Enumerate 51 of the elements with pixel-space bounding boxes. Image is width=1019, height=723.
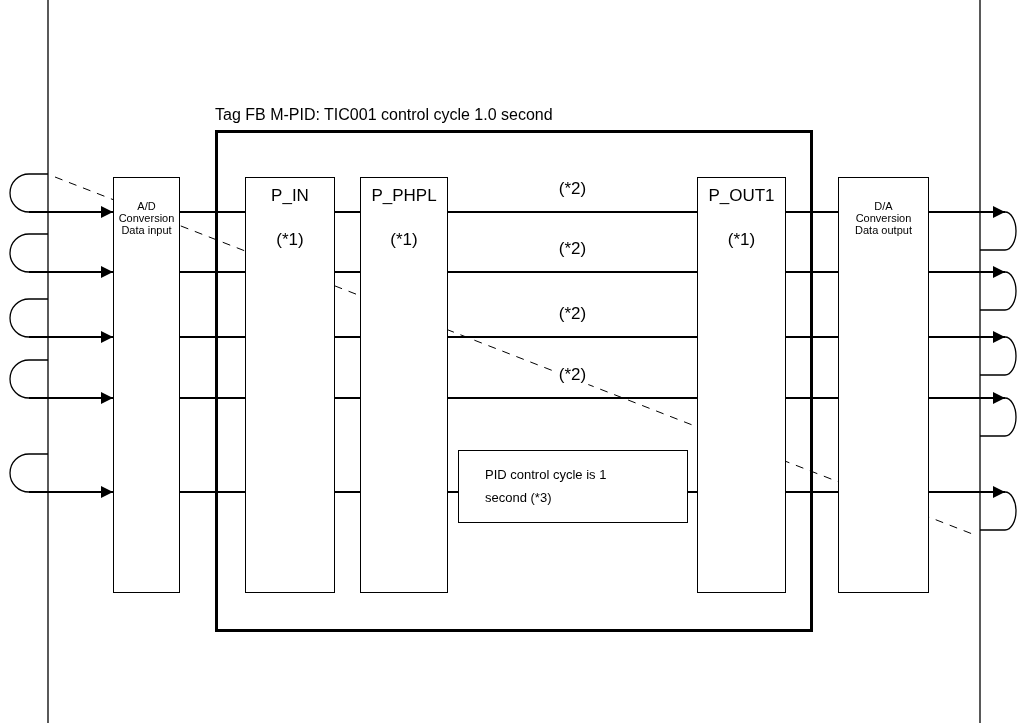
- signal-line: [334, 211, 361, 213]
- signal-line: [447, 336, 698, 338]
- signal-line: [447, 397, 698, 399]
- block-title: Tag FB M-PID: TIC001 control cycle 1.0 second: [215, 106, 553, 124]
- signal-line: [785, 271, 839, 273]
- function-block-box: [245, 177, 335, 593]
- edge-label: (*2): [556, 304, 589, 324]
- conversion-box: [838, 177, 929, 593]
- signal-line: [179, 397, 246, 399]
- block-name: P_IN: [270, 186, 310, 206]
- box-label: A/D Conversion Data input: [117, 200, 176, 236]
- signal-line: [447, 211, 698, 213]
- function-block-box: [697, 177, 786, 593]
- arrow: [928, 331, 1006, 343]
- signal-line: [447, 271, 698, 273]
- arrow: [928, 206, 1006, 218]
- arrow: [28, 486, 114, 498]
- footnote-mark: (*1): [389, 230, 419, 250]
- block-name: P_OUT1: [707, 186, 776, 206]
- signal-line: [334, 397, 361, 399]
- footnote-mark: (*1): [726, 230, 757, 250]
- function-block-box: [360, 177, 448, 593]
- arrow: [28, 266, 114, 278]
- arrow: [928, 392, 1006, 404]
- arrow: [28, 331, 114, 343]
- arrow: [928, 266, 1006, 278]
- signal-line: [334, 491, 361, 493]
- signal-line: [334, 336, 361, 338]
- signal-line: [179, 491, 246, 493]
- arrow: [928, 486, 1006, 498]
- signal-line: [785, 397, 839, 399]
- edge-label: (*2): [556, 179, 589, 199]
- signal-line: [785, 336, 839, 338]
- arrow: [28, 392, 114, 404]
- box-label: D/A Conversion Data output: [854, 200, 913, 236]
- signal-line: [687, 491, 698, 493]
- signal-line: [179, 336, 246, 338]
- conversion-box: [113, 177, 180, 593]
- signal-line: [447, 491, 459, 493]
- signal-line: [179, 271, 246, 273]
- block-name: P_PHPL: [370, 186, 438, 206]
- note-text: PID control cycle is 1 second (*3): [485, 466, 608, 507]
- edge-label: (*2): [556, 239, 589, 259]
- footnote-mark: (*1): [275, 230, 305, 250]
- signal-line: [785, 211, 839, 213]
- signal-line: [785, 491, 839, 493]
- arrow: [28, 206, 114, 218]
- signal-line: [334, 271, 361, 273]
- edge-label: (*2): [556, 365, 589, 385]
- signal-line: [179, 211, 246, 213]
- note-box: [458, 450, 688, 523]
